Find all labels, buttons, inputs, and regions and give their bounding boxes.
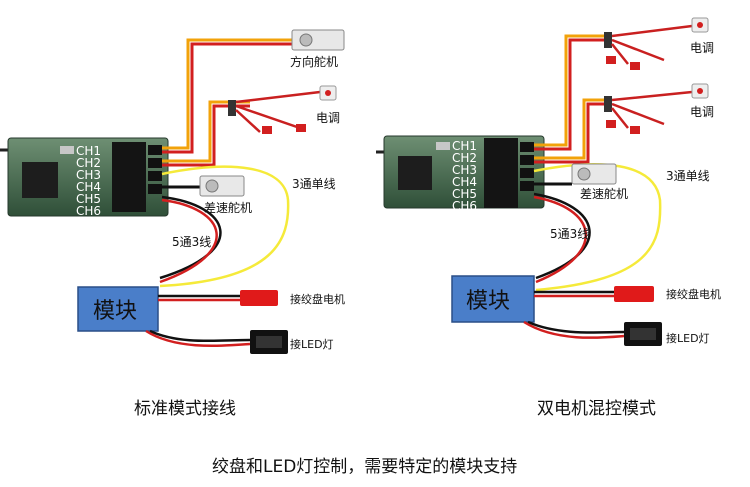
left-diagram: CH1 CH2 CH3 CH4 CH5 CH6 方向舵机 — [0, 29, 345, 354]
channel-label: CH4 — [452, 175, 477, 189]
three-wire-label: 3通单线 — [666, 169, 710, 183]
control-module: 模块 — [77, 286, 159, 332]
control-module: 模块 — [451, 275, 535, 323]
channel-label: CH3 — [76, 168, 101, 182]
led-connector-icon — [624, 322, 662, 346]
channel-labels: CH1 CH2 CH3 CH4 CH5 CH6 — [76, 144, 101, 218]
led-label: 接LED灯 — [666, 332, 710, 345]
winch-motor-label: 接绞盘电机 — [290, 292, 345, 306]
led-connector-icon — [250, 330, 288, 354]
esc-icon — [604, 83, 709, 134]
diff-servo-label: 差速舵机 — [204, 200, 252, 215]
five-wire-label: 5通3线 — [550, 227, 589, 241]
footer-note: 绞盘和LED灯控制，需要特定的模块支持 — [212, 457, 518, 477]
receiver-board — [7, 137, 169, 217]
channel-label: CH2 — [76, 156, 101, 170]
channel-label: CH2 — [452, 151, 477, 165]
winch-connector-icon — [614, 286, 654, 302]
steering-servo-label: 方向舵机 — [290, 54, 338, 69]
channel-label: CH6 — [76, 204, 101, 218]
channel-label: CH5 — [76, 192, 101, 206]
channel-label: CH6 — [452, 199, 477, 213]
left-caption: 标准模式接线 — [134, 399, 236, 419]
esc1-label: 电调 — [690, 41, 714, 55]
module-label: 模块 — [466, 289, 510, 314]
right-diagram: CH1 CH2 CH3 CH4 CH5 CH6 电调 — [376, 17, 721, 346]
channel-label: CH1 — [452, 139, 477, 153]
channel-label: CH3 — [452, 163, 477, 177]
channel-labels: CH1 CH2 CH3 CH4 CH5 CH6 — [452, 139, 477, 213]
channel-label: CH4 — [76, 180, 101, 194]
five-wire-label: 5通3线 — [172, 235, 211, 249]
esc-icon — [228, 85, 337, 134]
channel-label: CH5 — [452, 187, 477, 201]
esc2-label: 电调 — [690, 105, 714, 119]
three-wire-label: 3通单线 — [292, 177, 336, 191]
channel-label: CH1 — [76, 144, 101, 158]
receiver-board — [383, 135, 545, 209]
diff-servo-icon — [571, 163, 617, 185]
winch-motor-label: 接绞盘电机 — [666, 287, 721, 301]
module-label: 模块 — [93, 299, 137, 324]
diff-servo-icon — [199, 175, 245, 197]
right-caption: 双电机混控模式 — [537, 399, 656, 419]
winch-connector-icon — [240, 290, 278, 306]
steering-servo-icon — [291, 29, 345, 51]
led-label: 接LED灯 — [290, 338, 334, 351]
esc-icon — [604, 17, 709, 70]
diff-servo-label: 差速舵机 — [580, 186, 628, 201]
esc-label: 电调 — [316, 111, 340, 125]
